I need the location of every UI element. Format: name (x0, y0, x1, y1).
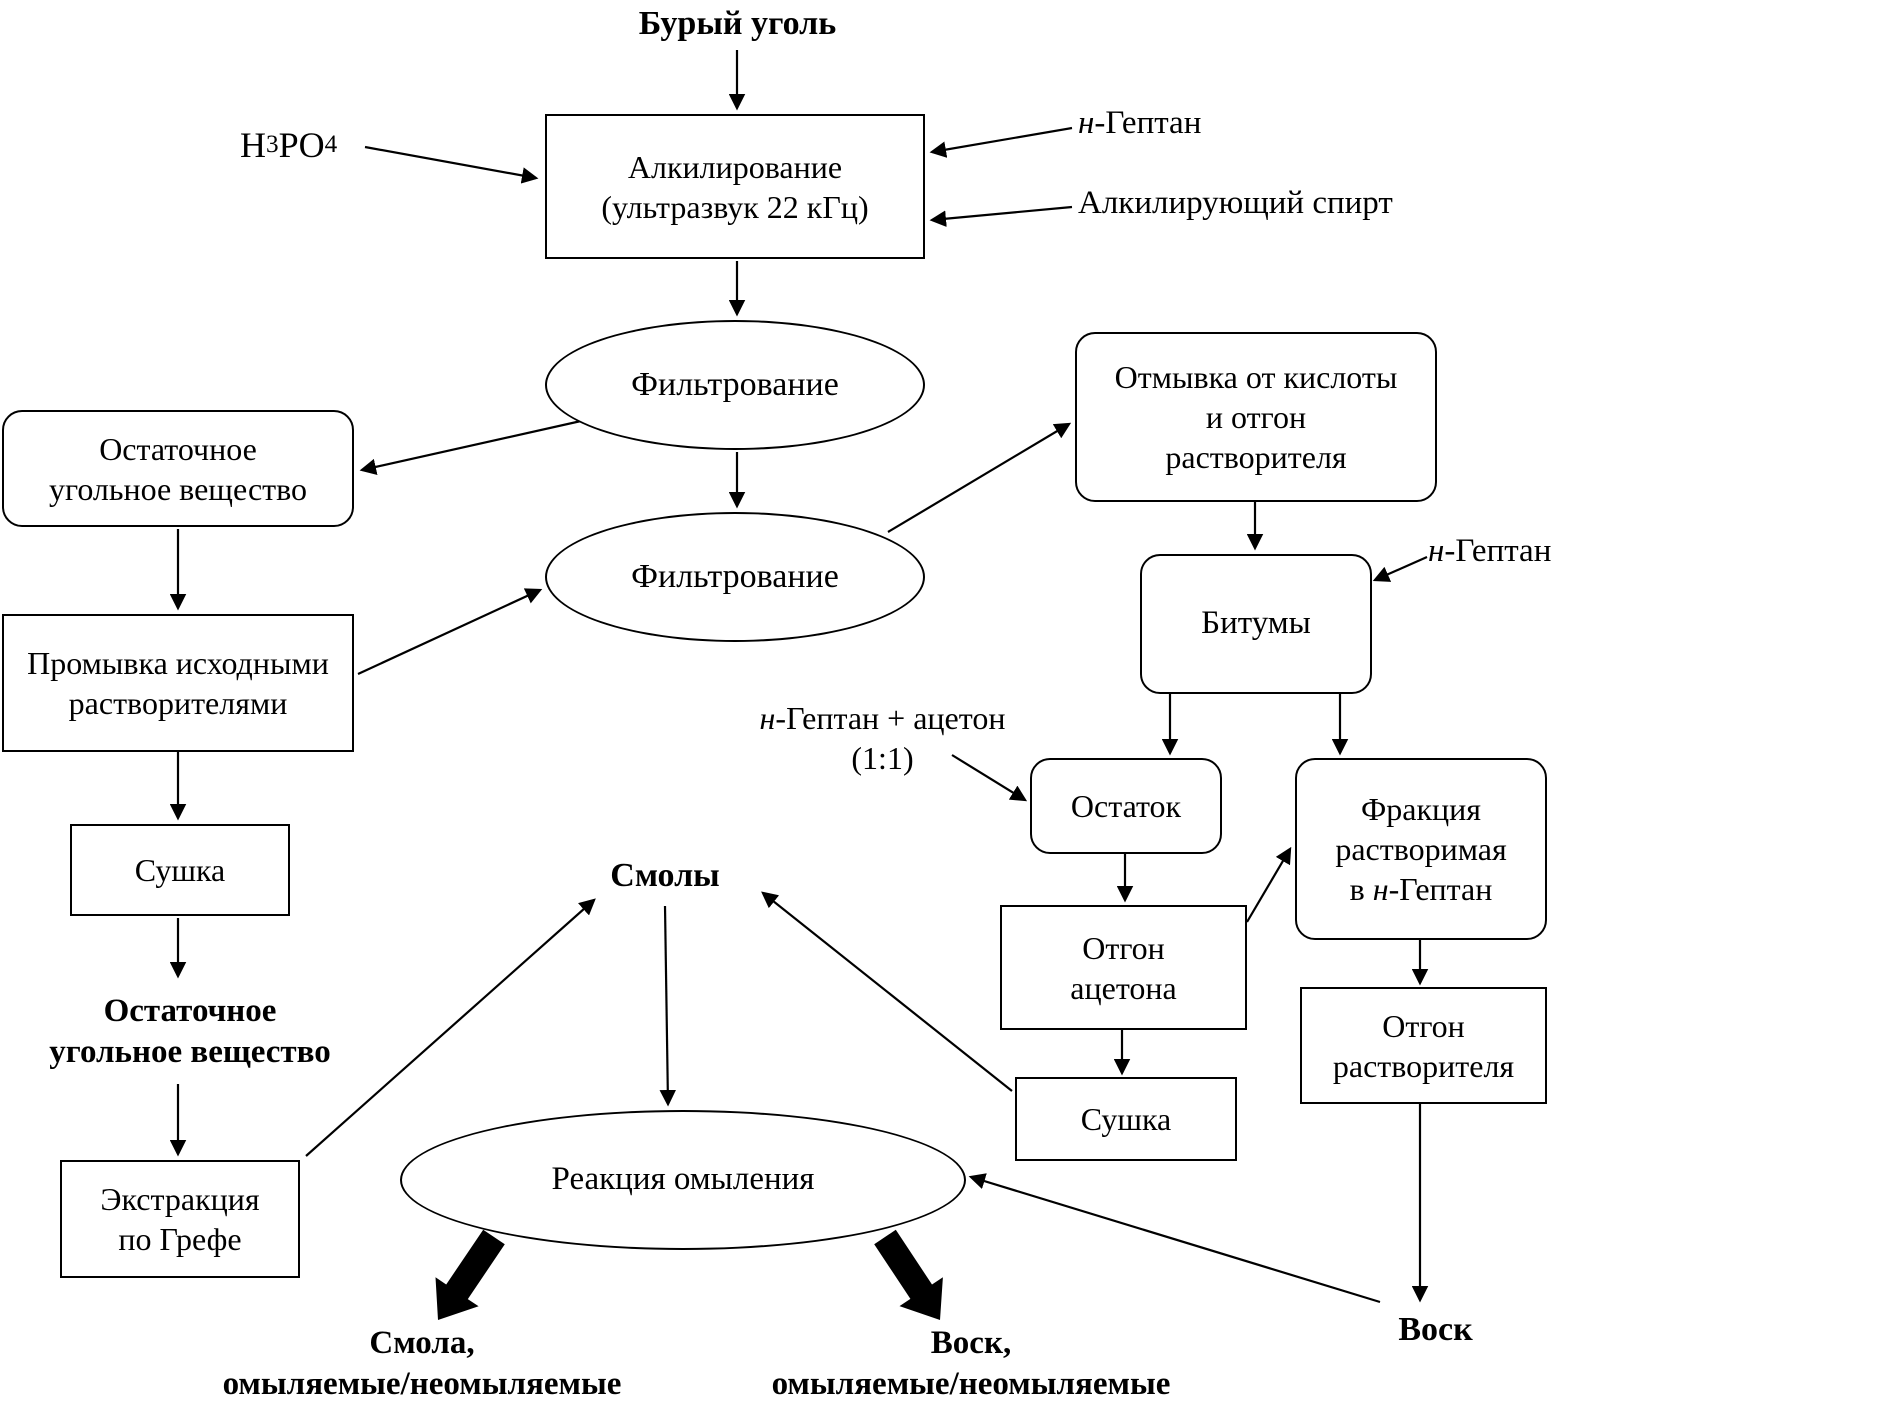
box-residue: Остаток (1030, 758, 1222, 854)
fraction-line3-pre: в (1349, 871, 1373, 907)
fraction-line3-rest: -Гептан (1388, 871, 1493, 907)
ellipse-filtration-2: Фильтрование (545, 512, 925, 642)
arrow-alcohol-to-alkylation (929, 205, 1073, 227)
box-grefe-extraction: Экстракция по Грефе (60, 1160, 300, 1278)
ellipse-saponification: Реакция омыления (400, 1110, 966, 1250)
arrow-wax-to-saponification (968, 1173, 1381, 1304)
heptane-top-rest: -Гептан (1094, 105, 1202, 142)
h3po4-h: H (240, 124, 266, 165)
arrow-drying-to-resins (761, 891, 1013, 1092)
label-resins: Смолы (610, 856, 720, 894)
box-bitumens: Битумы (1140, 554, 1372, 694)
label-heptane-acetone: н-Гептан + ацетон (1:1) (735, 688, 1030, 788)
arrow-h3po4-to-alkylation (364, 145, 539, 184)
heptane-acetone-rest: -Гептан + ацетон (775, 700, 1006, 736)
box-residual-coal: Остаточное угольное вещество (2, 410, 354, 527)
heptane-right-n: н (1428, 533, 1445, 570)
box-acid-wash: Отмывка от кислоты и отгон растворителя (1075, 332, 1437, 502)
heptane-acetone-line1: н-Гептан + ацетон (760, 698, 1006, 738)
label-wax: Воск (1398, 1310, 1473, 1348)
box-solvent-distillation: Отгон растворителя (1300, 987, 1547, 1104)
arrow-resins-to-saponification (659, 905, 677, 1107)
thick-arrow-to-wax-products (874, 1229, 943, 1320)
heptane-acetone-ratio: (1:1) (851, 740, 914, 776)
label-wax-products: Воск, омыляемые/неомыляемые (771, 1324, 1171, 1402)
fraction-line3: в н-Гептан (1350, 869, 1493, 909)
arrow-heptane-acetone-to-residue (951, 754, 1028, 802)
fraction-line1: Фракция (1361, 791, 1481, 827)
box-solvent-wash: Промывка исходными растворителями (2, 614, 354, 752)
label-resin-products: Смола, омыляемые/неомыляемые (222, 1324, 622, 1402)
arrow-heptane-to-bitumens (1372, 555, 1428, 582)
label-heptane-top: н-Гептан (1078, 102, 1298, 146)
label-heptane-right: н-Гептан (1428, 530, 1598, 574)
arrow-filtration1-to-residual-coal (359, 417, 591, 475)
heptane-acetone-n: н (759, 700, 776, 736)
label-alkylating-alcohol: Алкилирующий спирт (1078, 185, 1393, 222)
arrow-filtration2-to-acid-wash (887, 422, 1072, 533)
box-drying-left: Сушка (70, 824, 290, 916)
arrow-solvent-wash-to-filtration2 (357, 588, 543, 675)
box-acetone-distillation: Отгон ацетона (1000, 905, 1247, 1030)
heptane-top-n: н (1078, 105, 1095, 142)
arrow-acetone-distillation-to-fraction (1246, 846, 1292, 923)
arrow-extraction-to-resins (305, 898, 596, 1157)
box-drying-right: Сушка (1015, 1077, 1237, 1161)
label-residual-coal-bold: Остаточное угольное вещество (49, 992, 331, 1070)
fraction-line3-n: н (1372, 871, 1389, 907)
box-fraction-heptane-soluble: Фракция растворимая в н-Гептан (1295, 758, 1547, 940)
ellipse-filtration-1: Фильтрование (545, 320, 925, 450)
arrow-heptane-to-alkylation (929, 126, 1073, 158)
heptane-right-rest: -Гептан (1444, 533, 1552, 570)
thick-arrow-to-resin-products (435, 1229, 505, 1320)
label-brown-coal: Бурый уголь (638, 4, 837, 42)
fraction-line2: растворимая (1335, 831, 1507, 867)
h3po4-po: PO (278, 124, 325, 165)
box-alkylation: Алкилирование (ультразвук 22 кГц) (545, 114, 925, 259)
